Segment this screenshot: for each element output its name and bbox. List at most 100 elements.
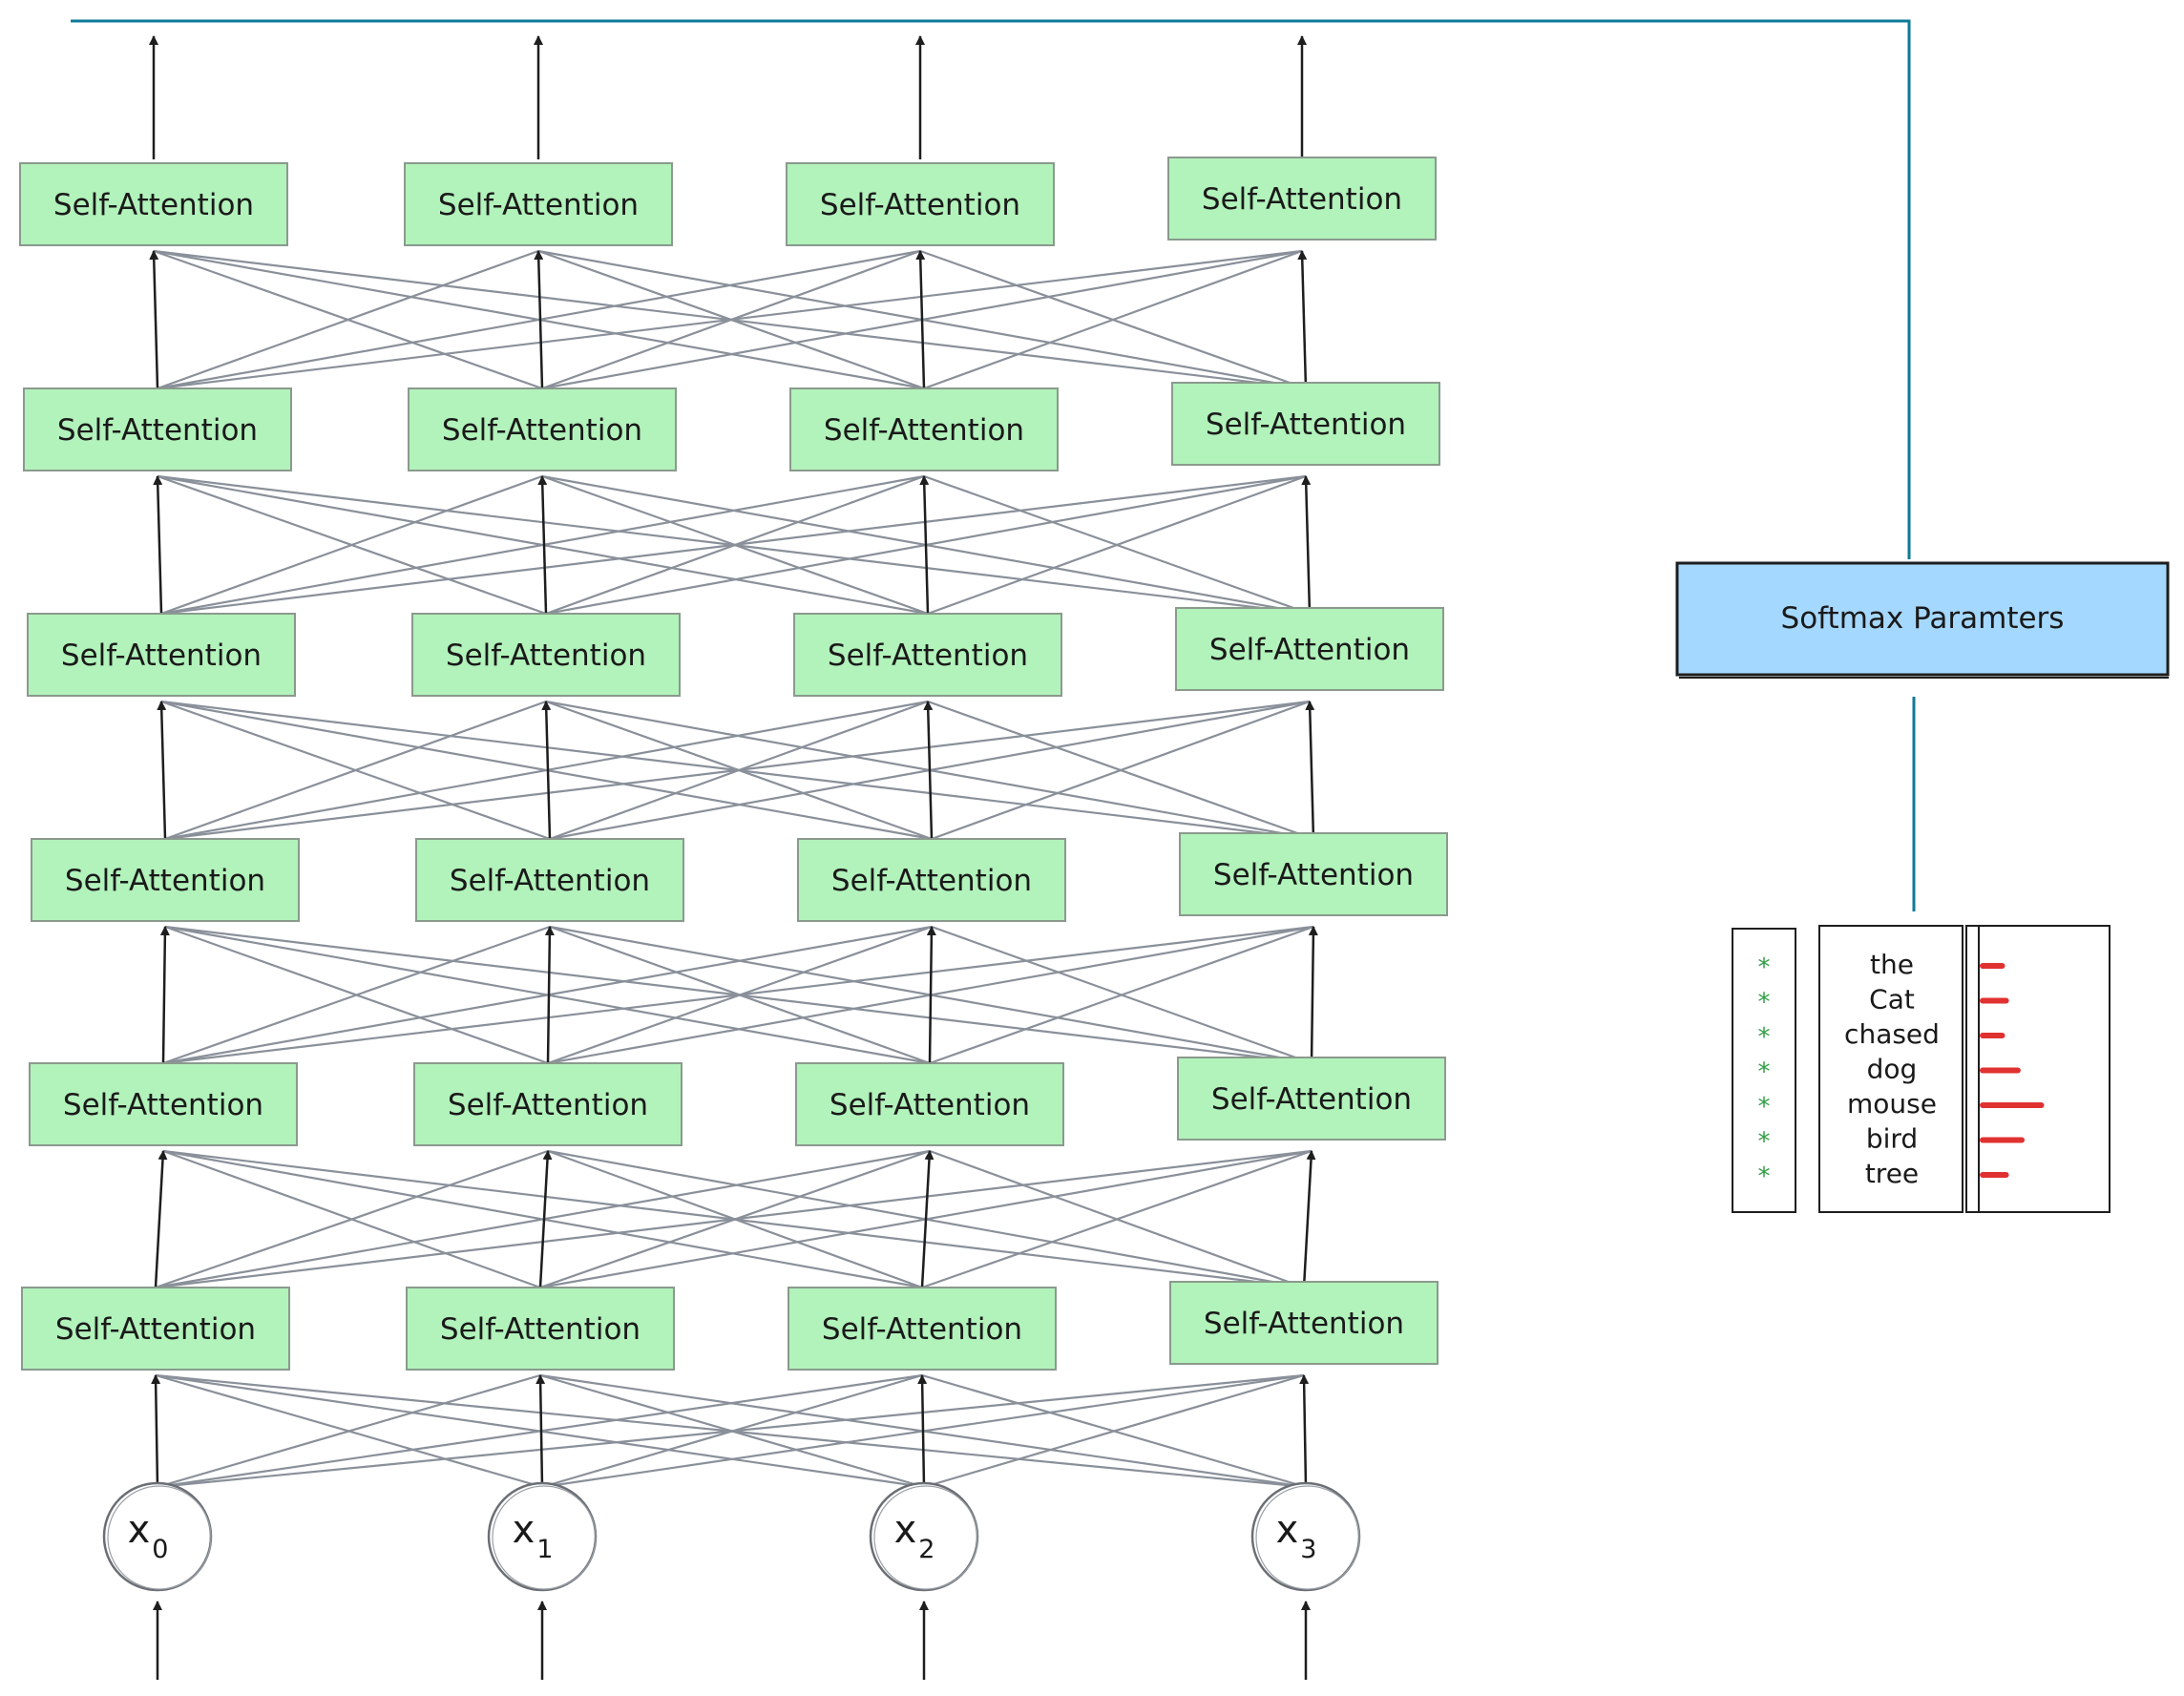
self-attention-block: Self-Attention <box>404 162 673 246</box>
self-attention-block: Self-Attention <box>789 387 1059 471</box>
attention-link <box>155 1373 543 1489</box>
up-arrow <box>1305 701 1315 840</box>
attention-link <box>164 925 1312 1065</box>
self-attention-label: Self-Attention <box>63 1088 263 1122</box>
up-arrow <box>541 701 552 840</box>
attention-link <box>157 474 547 616</box>
up-arrow <box>534 250 544 389</box>
up-arrow <box>149 250 159 389</box>
attention-link <box>929 1149 1305 1289</box>
star-marker: * <box>1758 1093 1771 1121</box>
attention-link <box>155 1373 1307 1489</box>
input-node: x3 <box>1250 1481 1361 1592</box>
attention-link <box>157 474 1311 616</box>
self-attention-label: Self-Attention <box>822 1312 1022 1347</box>
up-arrow <box>919 475 930 615</box>
up-arrow <box>923 701 934 840</box>
vocab-column <box>1818 925 1964 1213</box>
vocab-word: tree <box>1865 1158 1919 1189</box>
self-attention-block: Self-Attention <box>797 838 1066 922</box>
self-attention-block: Self-Attention <box>27 613 296 697</box>
self-attention-block: Self-Attention <box>786 162 1055 246</box>
vocab-word: Cat <box>1869 984 1915 1016</box>
star-marker: * <box>1758 989 1771 1017</box>
star-marker: * <box>1758 1128 1771 1157</box>
star-marker: * <box>1758 1058 1771 1087</box>
attention-link <box>160 700 551 841</box>
attention-link <box>164 925 549 1065</box>
up-arrow <box>1308 926 1318 1064</box>
self-attention-label: Self-Attention <box>831 864 1032 898</box>
self-attention-label: Self-Attention <box>1204 1307 1404 1341</box>
input-node: x1 <box>487 1481 598 1592</box>
self-attention-label: Self-Attention <box>448 1088 648 1122</box>
up-arrow <box>1302 1150 1316 1288</box>
self-attention-label: Self-Attention <box>65 864 265 898</box>
self-attention-block: Self-Attention <box>788 1287 1057 1371</box>
up-arrow <box>1301 475 1312 615</box>
up-arrow <box>537 475 548 615</box>
self-attention-label: Self-Attention <box>820 188 1020 222</box>
softmax-label: Softmax Paramters <box>1781 601 2065 636</box>
self-attention-layer: Self-Attention Self-Attention Self-Attenti… <box>19 157 1437 246</box>
self-attention-block: Self-Attention <box>19 162 288 246</box>
self-attention-label: Self-Attention <box>450 864 650 898</box>
up-arrow <box>920 1150 934 1288</box>
input-subscript: 2 <box>918 1535 934 1564</box>
up-arrow <box>1299 1374 1310 1488</box>
attention-link <box>160 700 933 841</box>
self-attention-block: Self-Attention <box>29 1062 298 1146</box>
attention-link <box>931 925 1312 1065</box>
attention-connections <box>153 249 1314 1489</box>
input-subscript: 1 <box>536 1535 553 1564</box>
input-node: x0 <box>102 1481 213 1592</box>
star-marker: * <box>1758 953 1771 982</box>
vocab-word: bird <box>1866 1123 1918 1155</box>
self-attention-label: Self-Attention <box>824 413 1024 448</box>
self-attention-block: Self-Attention <box>31 838 300 922</box>
self-attention-block: Self-Attention <box>21 1287 290 1371</box>
star-marker: * <box>1758 1162 1771 1191</box>
vertical-arrows <box>149 35 1318 1680</box>
self-attention-label: Self-Attention <box>830 1088 1030 1122</box>
vocab-word: dog <box>1867 1054 1918 1085</box>
self-attention-label: Self-Attention <box>828 639 1028 673</box>
attention-link <box>153 249 1307 390</box>
up-arrow <box>538 1150 553 1288</box>
attention-link <box>162 1149 1305 1289</box>
up-arrow <box>154 1150 168 1288</box>
self-attention-layer: Self-Attention Self-Attention Self-Attenti… <box>29 1057 1446 1146</box>
attention-link <box>160 700 1314 841</box>
self-attention-label: Self-Attention <box>438 188 639 222</box>
input-node: x2 <box>869 1481 979 1592</box>
self-attention-label: Self-Attention <box>61 639 262 673</box>
vocab-word: mouse <box>1847 1088 1937 1120</box>
attention-link <box>164 925 931 1065</box>
input-nodes: x0 x1 x2 x3 <box>102 1481 1361 1592</box>
attention-link <box>155 1373 925 1489</box>
self-attention-block: Self-Attention <box>1167 157 1437 241</box>
vocab-word: the <box>1870 949 1914 980</box>
star-marker: * <box>1758 1023 1771 1052</box>
attention-link <box>162 1149 923 1289</box>
self-attention-block: Self-Attention <box>1169 1281 1438 1365</box>
self-attention-block: Self-Attention <box>793 613 1062 697</box>
attention-link <box>153 249 543 390</box>
up-arrow <box>915 250 926 389</box>
self-attention-label: Self-Attention <box>53 188 254 222</box>
up-arrow <box>151 1374 161 1488</box>
star-column <box>1732 928 1796 1213</box>
self-attention-label: Self-Attention <box>442 413 642 448</box>
self-attention-block: Self-Attention <box>1177 1057 1446 1141</box>
attention-link <box>153 249 925 390</box>
input-subscript: 0 <box>152 1535 168 1564</box>
attention-link <box>921 1373 1307 1489</box>
self-attention-label: Self-Attention <box>446 639 646 673</box>
self-attention-layer: Self-Attention Self-Attention Self-Attenti… <box>21 1281 1438 1371</box>
self-attention-block: Self-Attention <box>415 838 684 922</box>
attention-link <box>157 474 929 616</box>
attention-link <box>162 1149 541 1289</box>
